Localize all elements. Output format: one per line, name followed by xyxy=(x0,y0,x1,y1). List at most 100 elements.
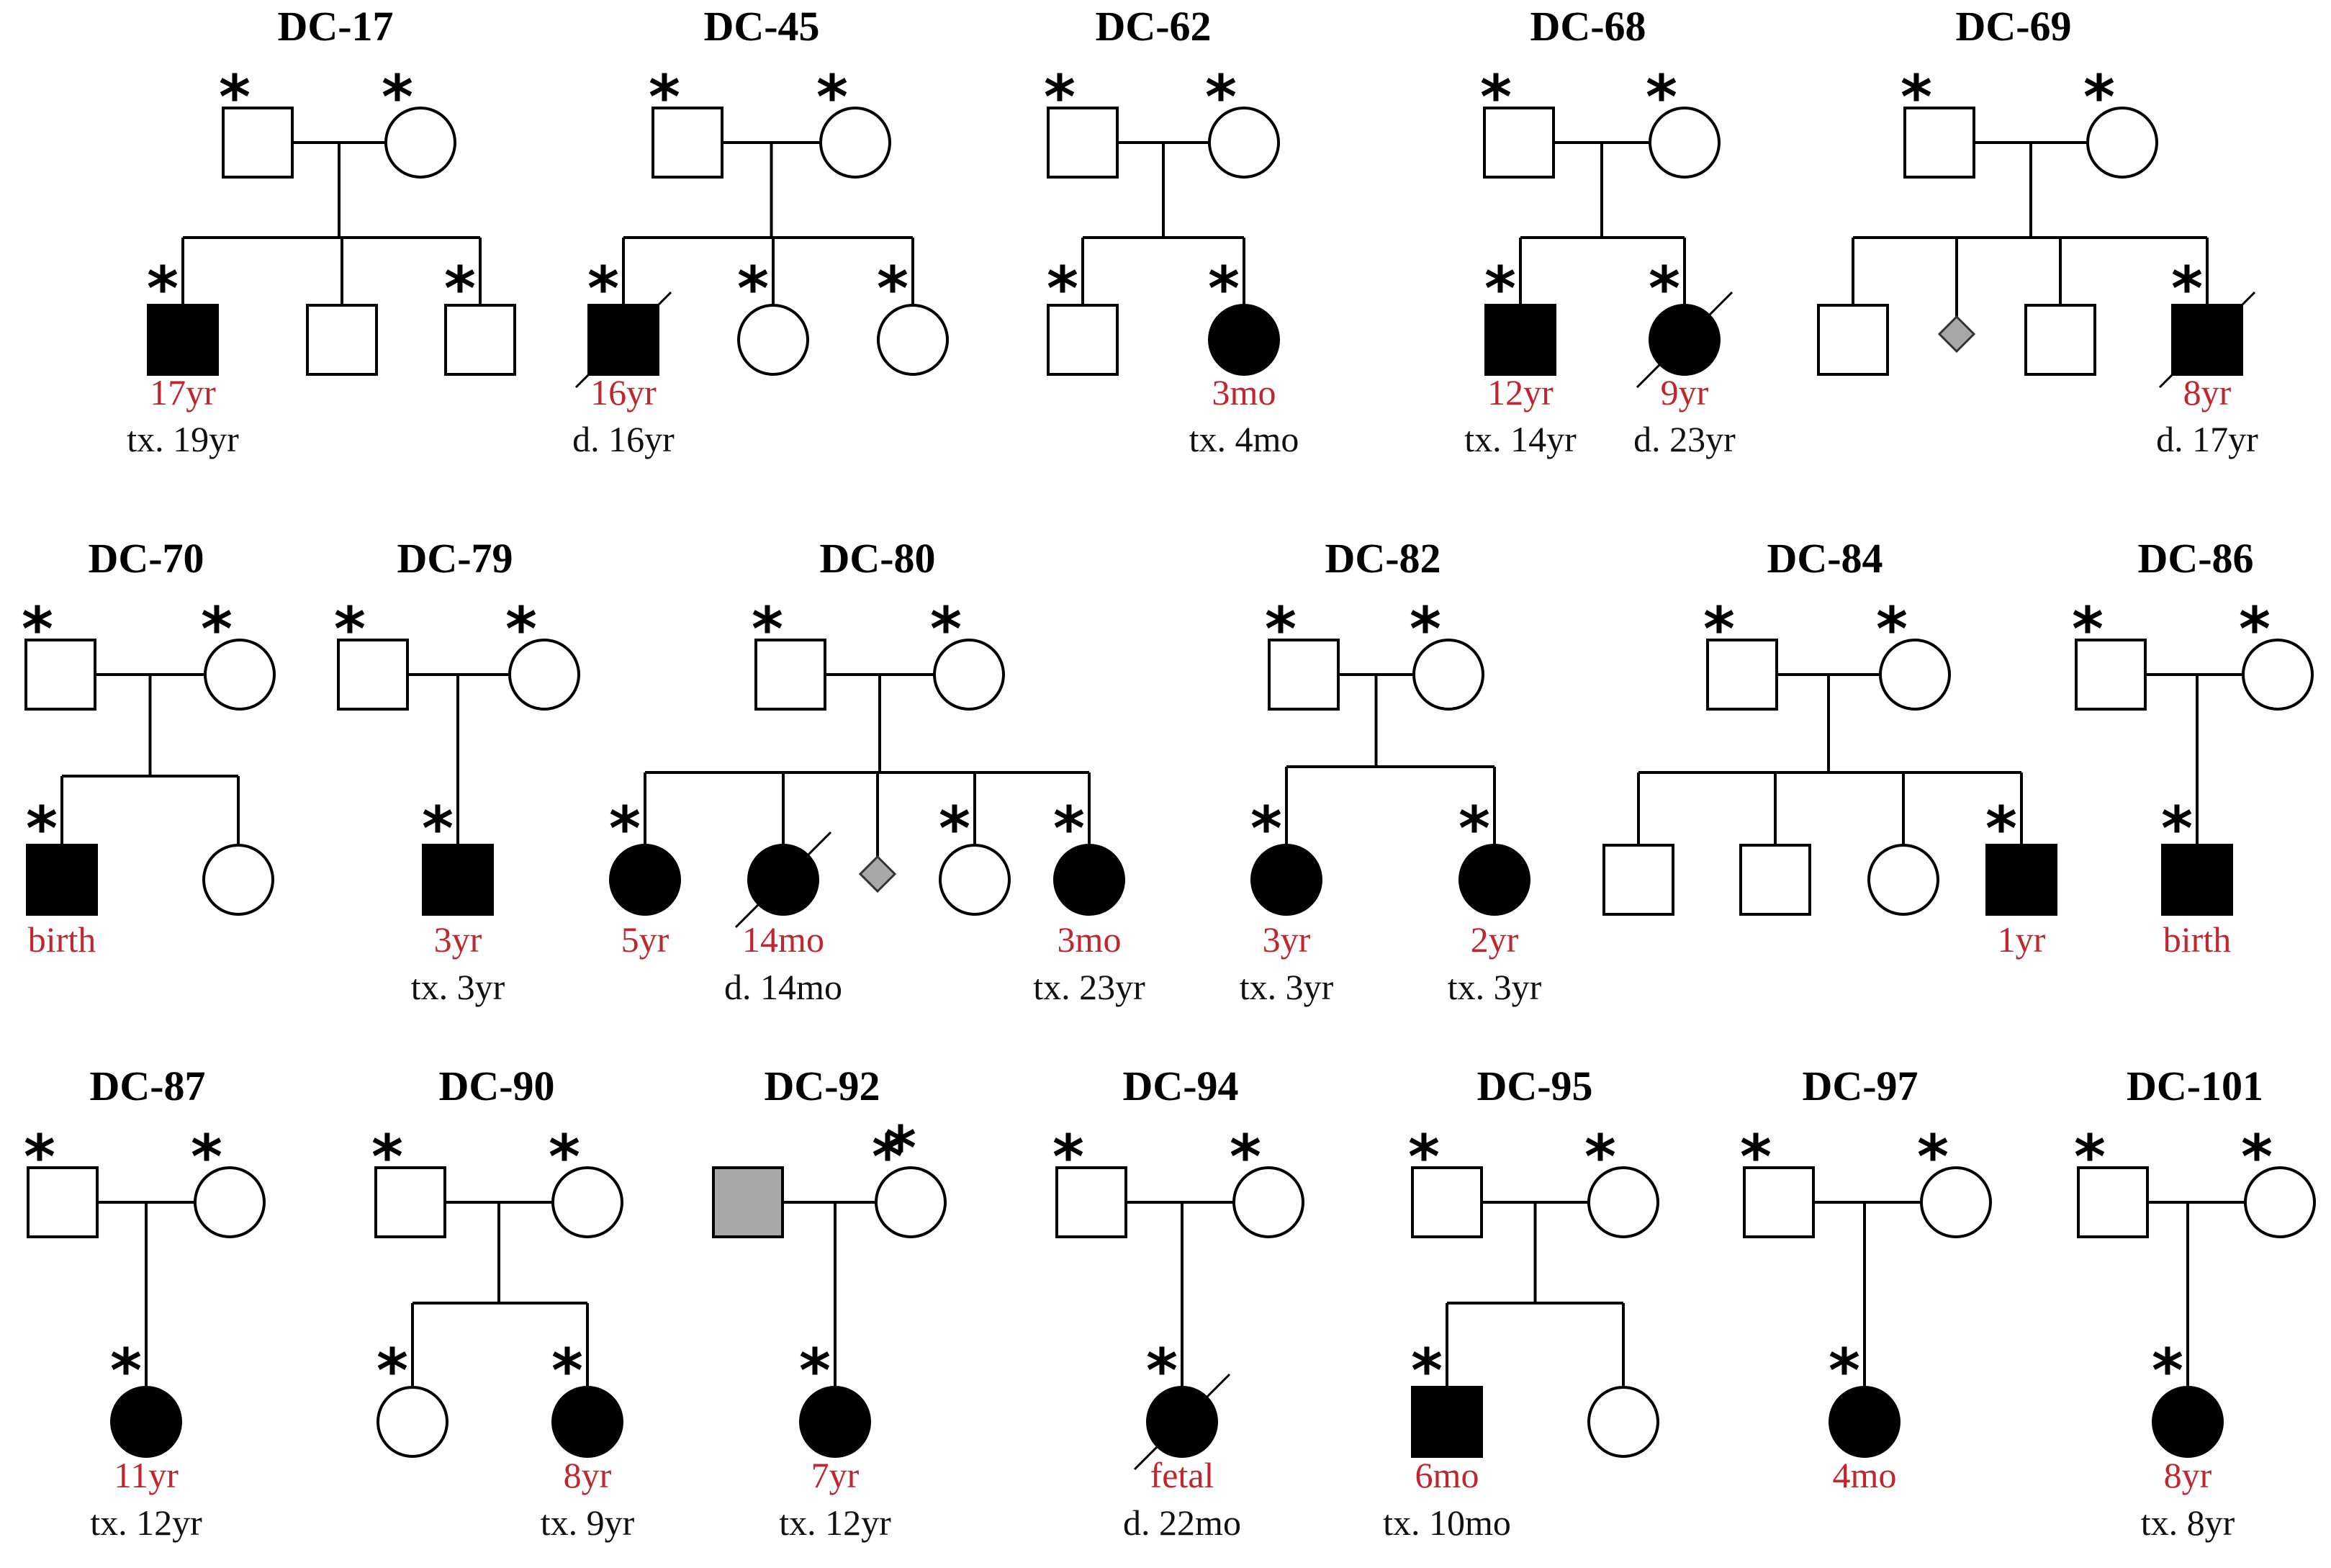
outcome-label: tx. 14yr xyxy=(1464,419,1577,459)
proband-tested-star: * xyxy=(377,1335,408,1406)
unaffected-male-symbol xyxy=(1739,844,1811,916)
unaffected-male-symbol xyxy=(1817,304,1889,376)
proband-tested-star: * xyxy=(549,1122,580,1192)
family-id: DC-95 xyxy=(1476,1063,1592,1109)
affected-female-symbol xyxy=(609,844,681,916)
affected-male-symbol xyxy=(1484,304,1556,376)
family-id: DC-97 xyxy=(1802,1063,1918,1109)
onset-age-label: 1yr xyxy=(1998,919,2046,960)
onset-age-label: birth xyxy=(2163,919,2231,960)
proband-tested-star: * xyxy=(422,793,454,864)
pedigree-dc-97: DC-97***4mo xyxy=(1740,1063,1992,1495)
pedigree-dc-84: DC-84***1yr xyxy=(1602,535,2057,960)
outcome-label: d. 22mo xyxy=(1123,1502,1241,1543)
proband-tested-star: * xyxy=(930,594,962,664)
unaffected-male-symbol xyxy=(651,107,723,179)
outcome-label: d. 23yr xyxy=(1633,419,1736,459)
onset-age-label: 7yr xyxy=(811,1455,860,1495)
proband-tested-star: * xyxy=(2074,1122,2106,1192)
proband-tested-star: * xyxy=(1584,1122,1616,1192)
deceased-slash xyxy=(2158,291,2256,389)
proband-tested-star: * xyxy=(1829,1335,1860,1406)
unaffected-female-symbol xyxy=(939,844,1011,916)
affected-female-symbol xyxy=(1458,844,1530,916)
affected-male-symbol xyxy=(26,844,98,916)
unaffected-male-symbol xyxy=(306,304,378,376)
deceased-slash xyxy=(574,291,672,389)
proband-tested-star: * xyxy=(877,253,908,324)
outcome-label: tx. 3yr xyxy=(1448,967,1542,1007)
unaffected-male-symbol xyxy=(374,1166,446,1238)
unaffected-male-symbol xyxy=(2077,1166,2149,1238)
proband-tested-star: * xyxy=(1230,1122,1261,1192)
affected-female-symbol xyxy=(1829,1386,1901,1458)
unaffected-male-symbol xyxy=(1411,1166,1483,1238)
proband-tested-star: * xyxy=(219,62,251,132)
affected-male-symbol xyxy=(422,844,494,916)
outcome-label: d. 16yr xyxy=(572,419,675,459)
outcome-label: tx. 3yr xyxy=(1240,967,1334,1007)
family-id: DC-86 xyxy=(2137,535,2253,582)
proband-tested-star: * xyxy=(1484,253,1516,324)
proband-tested-star: * xyxy=(2083,62,2115,132)
outcome-label: d. 14mo xyxy=(724,967,842,1007)
unaffected-male-symbol xyxy=(1268,639,1340,711)
proband-tested-star: * xyxy=(1410,594,1441,664)
proband-tested-star: * xyxy=(1649,253,1680,324)
affected-female-symbol xyxy=(1208,304,1280,376)
onset-age-label: 8yr xyxy=(564,1455,612,1495)
onset-age-label: fetal xyxy=(1150,1455,1214,1495)
proband-tested-star: * xyxy=(1458,793,1490,864)
proband-tested-star: * xyxy=(2239,594,2271,664)
unaffected-male-symbol xyxy=(1602,844,1674,916)
onset-age-label: 5yr xyxy=(621,919,669,960)
proband-tested-star: * xyxy=(1265,594,1297,664)
family-id: DC-68 xyxy=(1530,3,1646,50)
proband-tested-star: * xyxy=(1411,1335,1443,1406)
proband-tested-star: * xyxy=(505,594,537,664)
onset-age-label: 6mo xyxy=(1415,1455,1479,1495)
proband-tested-star: * xyxy=(191,1122,222,1192)
proband-tested-star: * xyxy=(1053,793,1085,864)
proband-tested-star: * xyxy=(2171,253,2203,324)
outcome-label: tx. 10mo xyxy=(1383,1502,1511,1543)
proband-tested-star: * xyxy=(885,1113,916,1184)
family-id: DC-45 xyxy=(703,3,819,50)
unaffected-male-symbol xyxy=(444,304,516,376)
grey-male-symbol xyxy=(712,1166,784,1238)
affected-female-symbol xyxy=(1250,844,1322,916)
proband-tested-star: * xyxy=(1985,793,2017,864)
unaffected-male-symbol xyxy=(1047,107,1119,179)
family-id: DC-62 xyxy=(1095,3,1211,50)
proband-tested-star: * xyxy=(1646,62,1677,132)
unaffected-male-symbol xyxy=(24,639,96,711)
family-id: DC-79 xyxy=(397,535,513,582)
proband-tested-star: * xyxy=(587,253,619,324)
proband-tested-star: * xyxy=(1703,594,1735,664)
outcome-label: tx. 3yr xyxy=(411,967,505,1007)
unaffected-female-symbol xyxy=(877,304,949,376)
pregnancy-loss-symbol xyxy=(858,855,897,893)
unaffected-male-symbol xyxy=(1055,1166,1127,1238)
onset-age-label: 9yr xyxy=(1661,372,1709,413)
outcome-label: tx. 4mo xyxy=(1189,419,1299,459)
family-id: DC-94 xyxy=(1122,1063,1238,1109)
proband-tested-star: * xyxy=(371,1122,403,1192)
affected-female-symbol xyxy=(551,1386,623,1458)
onset-age-label: 4mo xyxy=(1833,1455,1897,1495)
proband-tested-star: * xyxy=(147,253,179,324)
outcome-label: tx. 12yr xyxy=(779,1502,891,1543)
family-id: DC-87 xyxy=(89,1063,205,1109)
proband-tested-star: * xyxy=(609,793,641,864)
family-id: DC-82 xyxy=(1325,535,1440,582)
proband-tested-star: * xyxy=(1208,253,1240,324)
family-id: DC-90 xyxy=(438,1063,554,1109)
